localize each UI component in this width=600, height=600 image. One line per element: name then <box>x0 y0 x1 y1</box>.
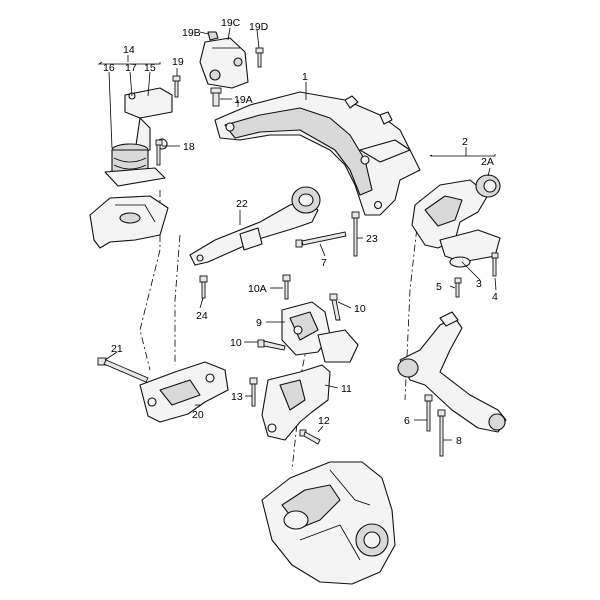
callout-19d: 19D <box>249 21 269 33</box>
bolt-19a <box>210 87 222 107</box>
bushing-2a <box>475 174 501 198</box>
leader-lines <box>97 27 497 441</box>
callout-20: 20 <box>192 409 204 421</box>
bolt-12 <box>299 429 321 445</box>
callout-24: 24 <box>196 310 208 322</box>
control-arm <box>397 311 507 433</box>
callout-8: 8 <box>456 435 462 447</box>
callout-13: 13 <box>231 391 243 403</box>
callout-15: 15 <box>144 62 156 74</box>
callout-21: 21 <box>111 343 123 355</box>
mount-part-9 <box>281 301 359 363</box>
callout-3: 3 <box>476 278 482 290</box>
bolt-10-left <box>257 339 286 351</box>
callout-23: 23 <box>366 233 378 245</box>
gearbox-mount-part-2 <box>411 179 501 268</box>
engine-mount-part-14 <box>104 87 173 187</box>
callout-4: 4 <box>492 291 498 303</box>
callout-17: 17 <box>125 62 137 74</box>
bolt-7 <box>295 231 347 248</box>
bracket-part-11 <box>261 364 331 441</box>
bolt-10-top <box>329 293 341 321</box>
subframe-part-1 <box>214 91 421 216</box>
callout-10-top: 10 <box>354 303 366 315</box>
callout-10-left: 10 <box>230 337 242 349</box>
callout-11: 11 <box>341 383 352 395</box>
heat-shield <box>89 195 169 249</box>
callout-2a: 2A <box>481 156 494 168</box>
callout-2: 2 <box>462 136 468 148</box>
callout-18: 18 <box>183 141 195 153</box>
bolt-23 <box>351 211 360 257</box>
gearbox-housing <box>261 461 396 585</box>
bolt-8 <box>437 409 446 457</box>
callout-9: 9 <box>256 317 262 329</box>
bolt-4 <box>491 252 499 277</box>
callout-7: 7 <box>321 257 327 269</box>
callout-19a: 19A <box>234 94 253 106</box>
callout-14: 14 <box>123 44 135 56</box>
bolt-13 <box>249 377 258 407</box>
callout-1: 1 <box>302 71 308 83</box>
callout-10a: 10A <box>248 283 267 295</box>
bolt-10a <box>282 274 291 300</box>
bolt-19 <box>172 75 181 98</box>
mount-part-20 <box>139 361 229 423</box>
bolt-24 <box>199 275 208 299</box>
callout-19: 19 <box>172 56 184 68</box>
torque-rod-part-22 <box>189 186 321 266</box>
bolt-21 <box>97 357 149 383</box>
callout-19b: 19B <box>182 27 201 39</box>
callout-16: 16 <box>103 62 115 74</box>
callout-6: 6 <box>404 415 410 427</box>
bolt-19d <box>255 47 264 68</box>
bracket-part-19c <box>199 37 249 89</box>
callout-22: 22 <box>236 198 248 210</box>
callout-labels: 1 2 2A 3 4 5 6 7 8 9 10 10 10A 11 12 13 … <box>103 17 498 447</box>
callout-5: 5 <box>436 281 442 293</box>
bolt-6 <box>424 394 433 432</box>
callout-12: 12 <box>318 415 330 427</box>
bolt-18 <box>155 139 163 166</box>
bolt-5 <box>454 277 462 298</box>
callout-19c: 19C <box>221 17 241 29</box>
nut-19b <box>207 31 219 41</box>
